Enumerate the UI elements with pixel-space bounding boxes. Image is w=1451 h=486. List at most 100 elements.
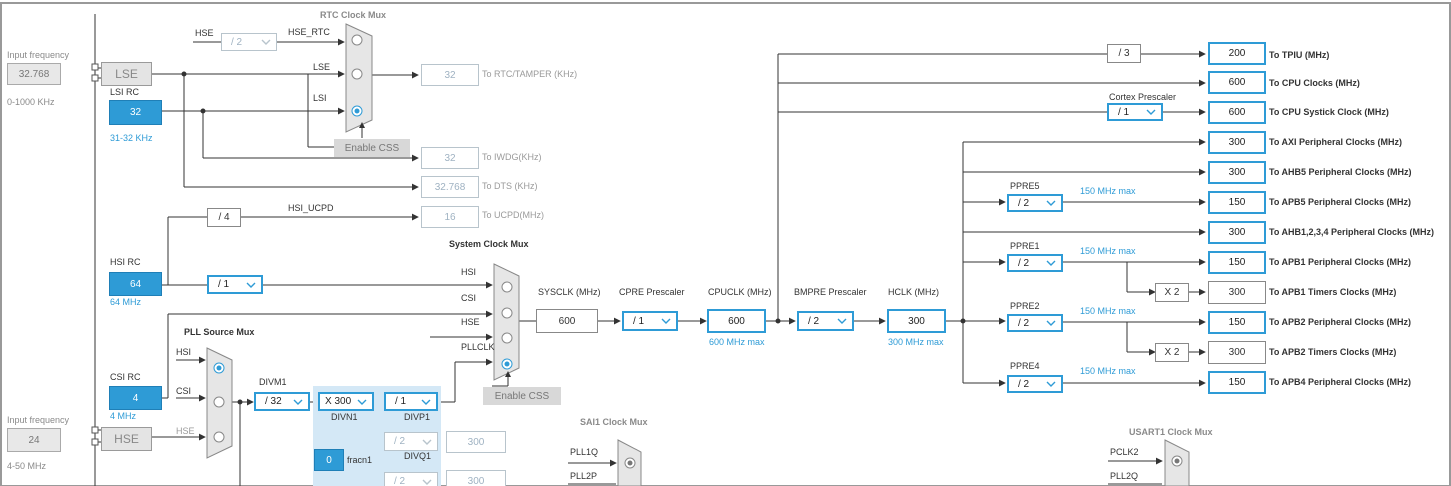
hsi-rc-value[interactable]: 64 [109,272,162,296]
apb5-output-label: To APB5 Peripheral Clocks (MHz) [1269,197,1412,207]
hse-input-frequency-field[interactable]: 24 [7,428,61,452]
hsi-rc-range: 64 MHz [110,297,142,307]
apb2-timers-output-value: 300 [1208,341,1266,364]
ahb1234-output-label: To AHB1,2,3,4 Peripheral Clocks (MHz) [1269,227,1435,237]
usart1-clock-mux [1164,439,1190,486]
usart1-pll2q-label: PLL2Q [1110,471,1139,481]
csi-rc-range: 4 MHz [110,411,137,421]
system-enable-css-button[interactable]: Enable CSS [483,387,561,405]
chevron-down-icon [1046,200,1056,206]
rtc-clock-mux [345,23,373,133]
pll-source-mux [206,347,233,459]
hse-frequency-range: 4-50 MHz [7,461,47,471]
chevron-down-icon [357,399,367,405]
ppre1-max: 150 MHz max [1080,246,1136,256]
hclk-label: HCLK (MHz) [888,287,939,297]
sysclk-label: SYSCLK (MHz) [538,287,601,297]
chevron-down-icon [421,399,431,405]
divr1-select[interactable]: / 2 [384,472,438,486]
hse-rtc-label: HSE_RTC [288,27,330,37]
lse-oscillator[interactable]: LSE [101,62,152,86]
ppre5-value: / 2 [1018,197,1030,209]
hsi-rc-label: HSI RC [110,257,141,267]
chevron-down-icon [246,282,256,288]
rtc-hse-label: HSE [195,28,214,38]
ppre5-label: PPRE5 [1010,181,1040,191]
sysmux-hse-label: HSE [461,317,480,327]
iwdg-output-value: 32 [421,147,479,169]
ahb5-output-value: 300 [1208,161,1266,184]
apb1-timer-multiplier: X 2 [1155,283,1189,302]
cpu-clocks-output-label: To CPU Clocks (MHz) [1269,78,1360,88]
csi-rc-value[interactable]: 4 [109,386,162,410]
lsi-rc-value[interactable]: 32 [109,100,162,125]
ppre4-label: PPRE4 [1010,361,1040,371]
ppre2-select[interactable]: / 2 [1007,314,1063,332]
rtc-hse-divider-value: / 2 [231,36,243,48]
axi-output-label: To AXI Peripheral Clocks (MHz) [1269,137,1403,147]
sai1-pll1q-label: PLL1Q [570,447,599,457]
chevron-down-icon [661,318,671,324]
sai1-clock-mux-title: SAI1 Clock Mux [580,417,648,427]
ppre2-value: / 2 [1018,317,1030,329]
apb1-output-value: 150 [1208,251,1266,274]
rtc-enable-css-button[interactable]: Enable CSS [334,139,410,157]
ppre4-value: / 2 [1018,378,1030,390]
tpiu-output-label: To TPIU (MHz) [1269,50,1330,60]
chevron-down-icon [293,399,303,405]
ppre4-select[interactable]: / 2 [1007,375,1063,393]
cpre-prescaler-select[interactable]: / 1 [622,311,678,331]
iwdg-output-label: To IWDG(KHz) [482,152,542,162]
rtc-lsi-label: LSI [313,93,327,103]
rtc-output-label: To RTC/TAMPER (KHz) [482,69,578,79]
chevron-down-icon [1046,320,1056,326]
divq1-select[interactable]: / 2 [384,432,438,451]
cpre-label: CPRE Prescaler [619,287,685,297]
cpu-clocks-output-value: 600 [1208,71,1266,94]
system-clock-mux-title: System Clock Mux [449,239,529,249]
hsi-ucpd-divider: / 4 [207,208,241,227]
apb4-output-value: 150 [1208,371,1266,394]
apb1-output-label: To APB1 Peripheral Clocks (MHz) [1269,257,1412,267]
ppre1-select[interactable]: / 2 [1007,254,1063,272]
chevron-down-icon [1146,109,1156,115]
chevron-down-icon [422,439,432,445]
bmpre-prescaler-value: / 2 [808,315,820,327]
divq1-value: / 2 [394,436,406,447]
hsi-divider-select[interactable]: / 1 [207,275,263,294]
cpuclk-label: CPUCLK (MHz) [708,287,772,297]
rtc-clock-mux-title: RTC Clock Mux [320,10,387,20]
sai1-pll2p-label: PLL2P [570,471,598,481]
divn1-select[interactable]: X 300 [318,392,374,411]
lse-input-frequency-field[interactable]: 32.768 [7,63,61,85]
axi-output-value: 300 [1208,131,1266,154]
ppre1-label: PPRE1 [1010,241,1040,251]
rtc-lse-label: LSE [313,62,331,72]
apb2-output-label: To APB2 Peripheral Clocks (MHz) [1269,317,1412,327]
hse-oscillator[interactable]: HSE [101,427,152,451]
ppre4-max: 150 MHz max [1080,366,1136,376]
bmpre-prescaler-select[interactable]: / 2 [797,311,854,331]
lse-frequency-range: 0-1000 KHz [7,97,55,107]
usart1-clock-mux-title: USART1 Clock Mux [1129,427,1213,437]
divm1-value: / 32 [265,396,282,407]
system-clock-mux [493,263,520,381]
dts-output-value: 32.768 [421,176,479,198]
bmpre-label: BMPRE Prescaler [794,287,867,297]
rtc-hse-divider-select[interactable]: / 2 [221,33,277,51]
ppre2-max: 150 MHz max [1080,306,1136,316]
ppre5-select[interactable]: / 2 [1007,194,1063,212]
cpre-prescaler-value: / 1 [633,315,645,327]
divp1-value: / 1 [395,396,407,407]
divm1-select[interactable]: / 32 [254,392,310,411]
tpiu-output-value: 200 [1208,42,1266,65]
apb1-timers-output-value: 300 [1208,281,1266,304]
systick-output-value: 600 [1208,101,1266,124]
chevron-down-icon [1046,381,1056,387]
cortex-prescaler-select[interactable]: / 1 [1107,103,1163,121]
sai1-clock-mux [617,439,642,486]
divp1-select[interactable]: / 1 [384,392,438,411]
fracn1-field[interactable]: 0 [314,449,344,471]
ppre5-max: 150 MHz max [1080,186,1136,196]
